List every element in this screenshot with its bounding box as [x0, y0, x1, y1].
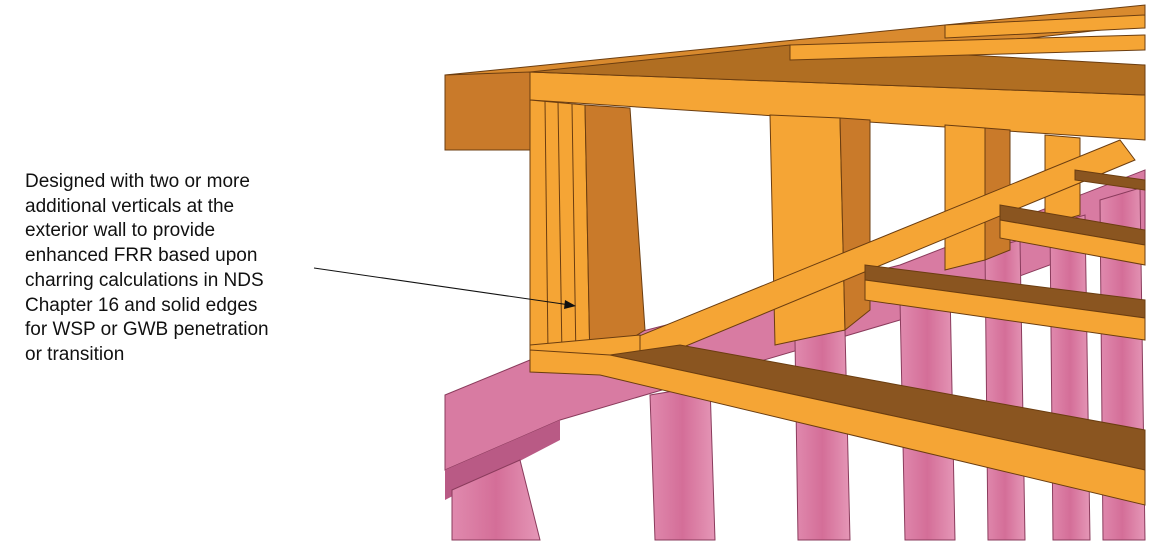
annotation-line: Chapter 16 and solid edges [25, 294, 258, 316]
front-beam-face [529, 349, 1146, 506]
annotation-text: Designed with two or more additional ver… [25, 170, 325, 368]
annotation-line: charring calculations in NDS [25, 269, 264, 291]
annotation-line: exterior wall to provide [25, 220, 216, 242]
left-block [444, 71, 531, 151]
annotation-line: enhanced FRR based upon [25, 245, 258, 267]
exterior-wall-verticals [529, 99, 646, 366]
annotation-line: or transition [25, 343, 125, 365]
leader-arrow [313, 267, 576, 309]
annotation-line: for WSP or GWB penetration [25, 319, 269, 341]
cross-joists [864, 169, 1146, 341]
header-beam-top [529, 44, 1146, 96]
annotation-line: additional verticals at the [25, 195, 235, 217]
render-area [444, 4, 1146, 541]
annotation-line: Designed with two or more [25, 171, 250, 192]
